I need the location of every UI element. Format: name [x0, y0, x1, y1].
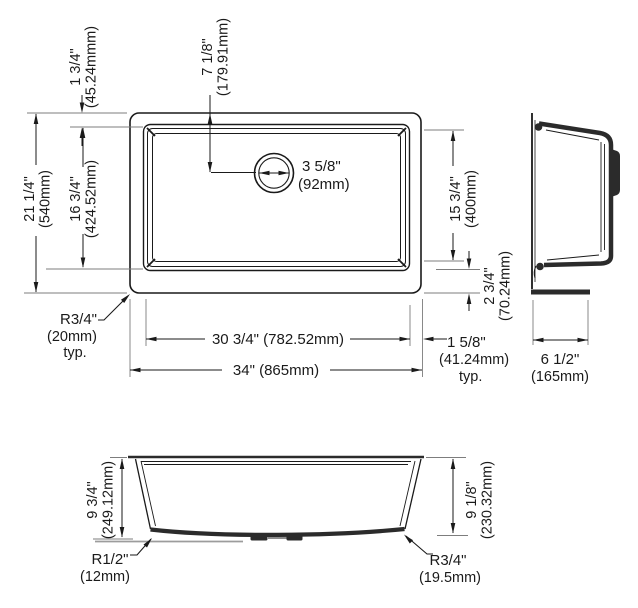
bowl-walls-inner — [140, 460, 416, 527]
side-view — [531, 113, 620, 295]
drain-inner-circle — [258, 157, 290, 189]
mounting-tab — [611, 149, 620, 197]
drain-boss-right — [286, 533, 303, 541]
bowl-rim-outer — [142, 123, 411, 272]
dim-height-left: 9 3/4" (249.12mm) — [85, 461, 117, 539]
front-dimensions: 9 3/4" (249.12mm) 9 1/8" (230.32mm) R1/2… — [80, 457, 496, 586]
dim-label: 15 3/4" — [448, 176, 464, 221]
dim-edge-offset-mm: (41.24mm) — [439, 352, 509, 368]
rim-bead-top — [534, 123, 543, 131]
dim-height-right: 9 1/8" (230.32mm) — [464, 461, 496, 539]
dim-label: 21 1/4" — [22, 176, 38, 221]
dim-label-mm: (424.52mm) — [84, 160, 100, 238]
dim-front-to-back-mm: (165mm) — [531, 369, 589, 385]
side-dimension: 6 1/2" (165mm) — [531, 300, 589, 385]
bowl-bottom — [150, 526, 405, 537]
dim-bowl-depth-inner: 15 3/4" (400mm) — [448, 170, 480, 228]
dim-label: 9 3/4" — [85, 481, 101, 518]
dim-bottom-reveal: 2 3/4" (70.24mm) — [482, 251, 514, 321]
dim-bowl-depth: 16 3/4" (424.52mm) — [68, 160, 100, 238]
dim-label-mm: (230.32mm) — [480, 461, 496, 539]
front-section-view — [95, 455, 424, 543]
rim-corner-chamfers — [146, 127, 407, 268]
plan-dimension-text: 1 3/4" (45.24mmm) 7 1/8" (179.91mm) 21 1… — [22, 18, 514, 385]
rim-bead-bottom — [536, 262, 544, 271]
arrowhead — [259, 170, 270, 176]
corner-radius-typ: typ. — [63, 345, 86, 361]
radius-left-label: R1/2" — [91, 551, 128, 568]
dim-label-mm: (179.91mm) — [216, 18, 232, 96]
radius-left-mm: (12mm) — [80, 569, 130, 585]
dim-drain-diameter: 3 5/8" — [302, 158, 341, 175]
dim-label-mm: (249.12mm) — [101, 461, 117, 539]
corner-radius-label: R3/4" — [60, 311, 97, 328]
dim-label-mm: (70.24mm) — [498, 251, 514, 321]
dim-drain-setback: 7 1/8" (179.91mm) — [200, 18, 232, 96]
plan-extension-lines — [24, 112, 480, 377]
bowl-rim-mid — [147, 128, 406, 267]
dim-label: 16 3/4" — [68, 176, 84, 221]
bowl-walls-outer — [134, 458, 422, 530]
drain-boss-left — [250, 533, 268, 541]
dim-label: 2 3/4" — [482, 267, 498, 304]
inner-surface-lines — [545, 129, 605, 261]
dim-label-mm: (400mm) — [464, 170, 480, 228]
dim-label: 7 1/8" — [200, 38, 216, 75]
plan-dimension-lines — [33, 95, 472, 373]
dim-top-reveal: 1 3/4" (45.24mmm) — [68, 26, 100, 108]
plan-view — [129, 112, 422, 294]
radius-right-label: R3/4" — [429, 552, 466, 569]
dim-overall-depth: 21 1/4" (540mm) — [22, 170, 54, 228]
radius-right-mm: (19.5mm) — [419, 570, 481, 586]
dim-edge-offset-typ: typ. — [459, 369, 482, 385]
dim-label: 9 1/8" — [464, 481, 480, 518]
bowl-wall-section — [538, 121, 614, 268]
dim-overall-width: 34" (865mm) — [233, 362, 319, 379]
dim-label-mm: (45.24mmm) — [84, 26, 100, 108]
dim-edge-offset: 1 5/8" — [447, 334, 486, 351]
bowl-rim-inner — [152, 133, 401, 262]
bead-curl — [533, 265, 537, 279]
dim-drain-diameter-mm: (92mm) — [298, 176, 350, 193]
arrowhead — [278, 170, 289, 176]
corner-radius-mm: (20mm) — [47, 329, 97, 345]
dim-label-mm: (540mm) — [38, 170, 54, 228]
dim-front-to-back: 6 1/2" — [541, 351, 580, 368]
sink-outer-edge — [129, 112, 422, 294]
dim-label: 1 3/4" — [68, 48, 84, 85]
dim-bowl-width: 30 3/4" (782.52mm) — [212, 331, 344, 348]
rim-back-lines — [141, 461, 411, 465]
